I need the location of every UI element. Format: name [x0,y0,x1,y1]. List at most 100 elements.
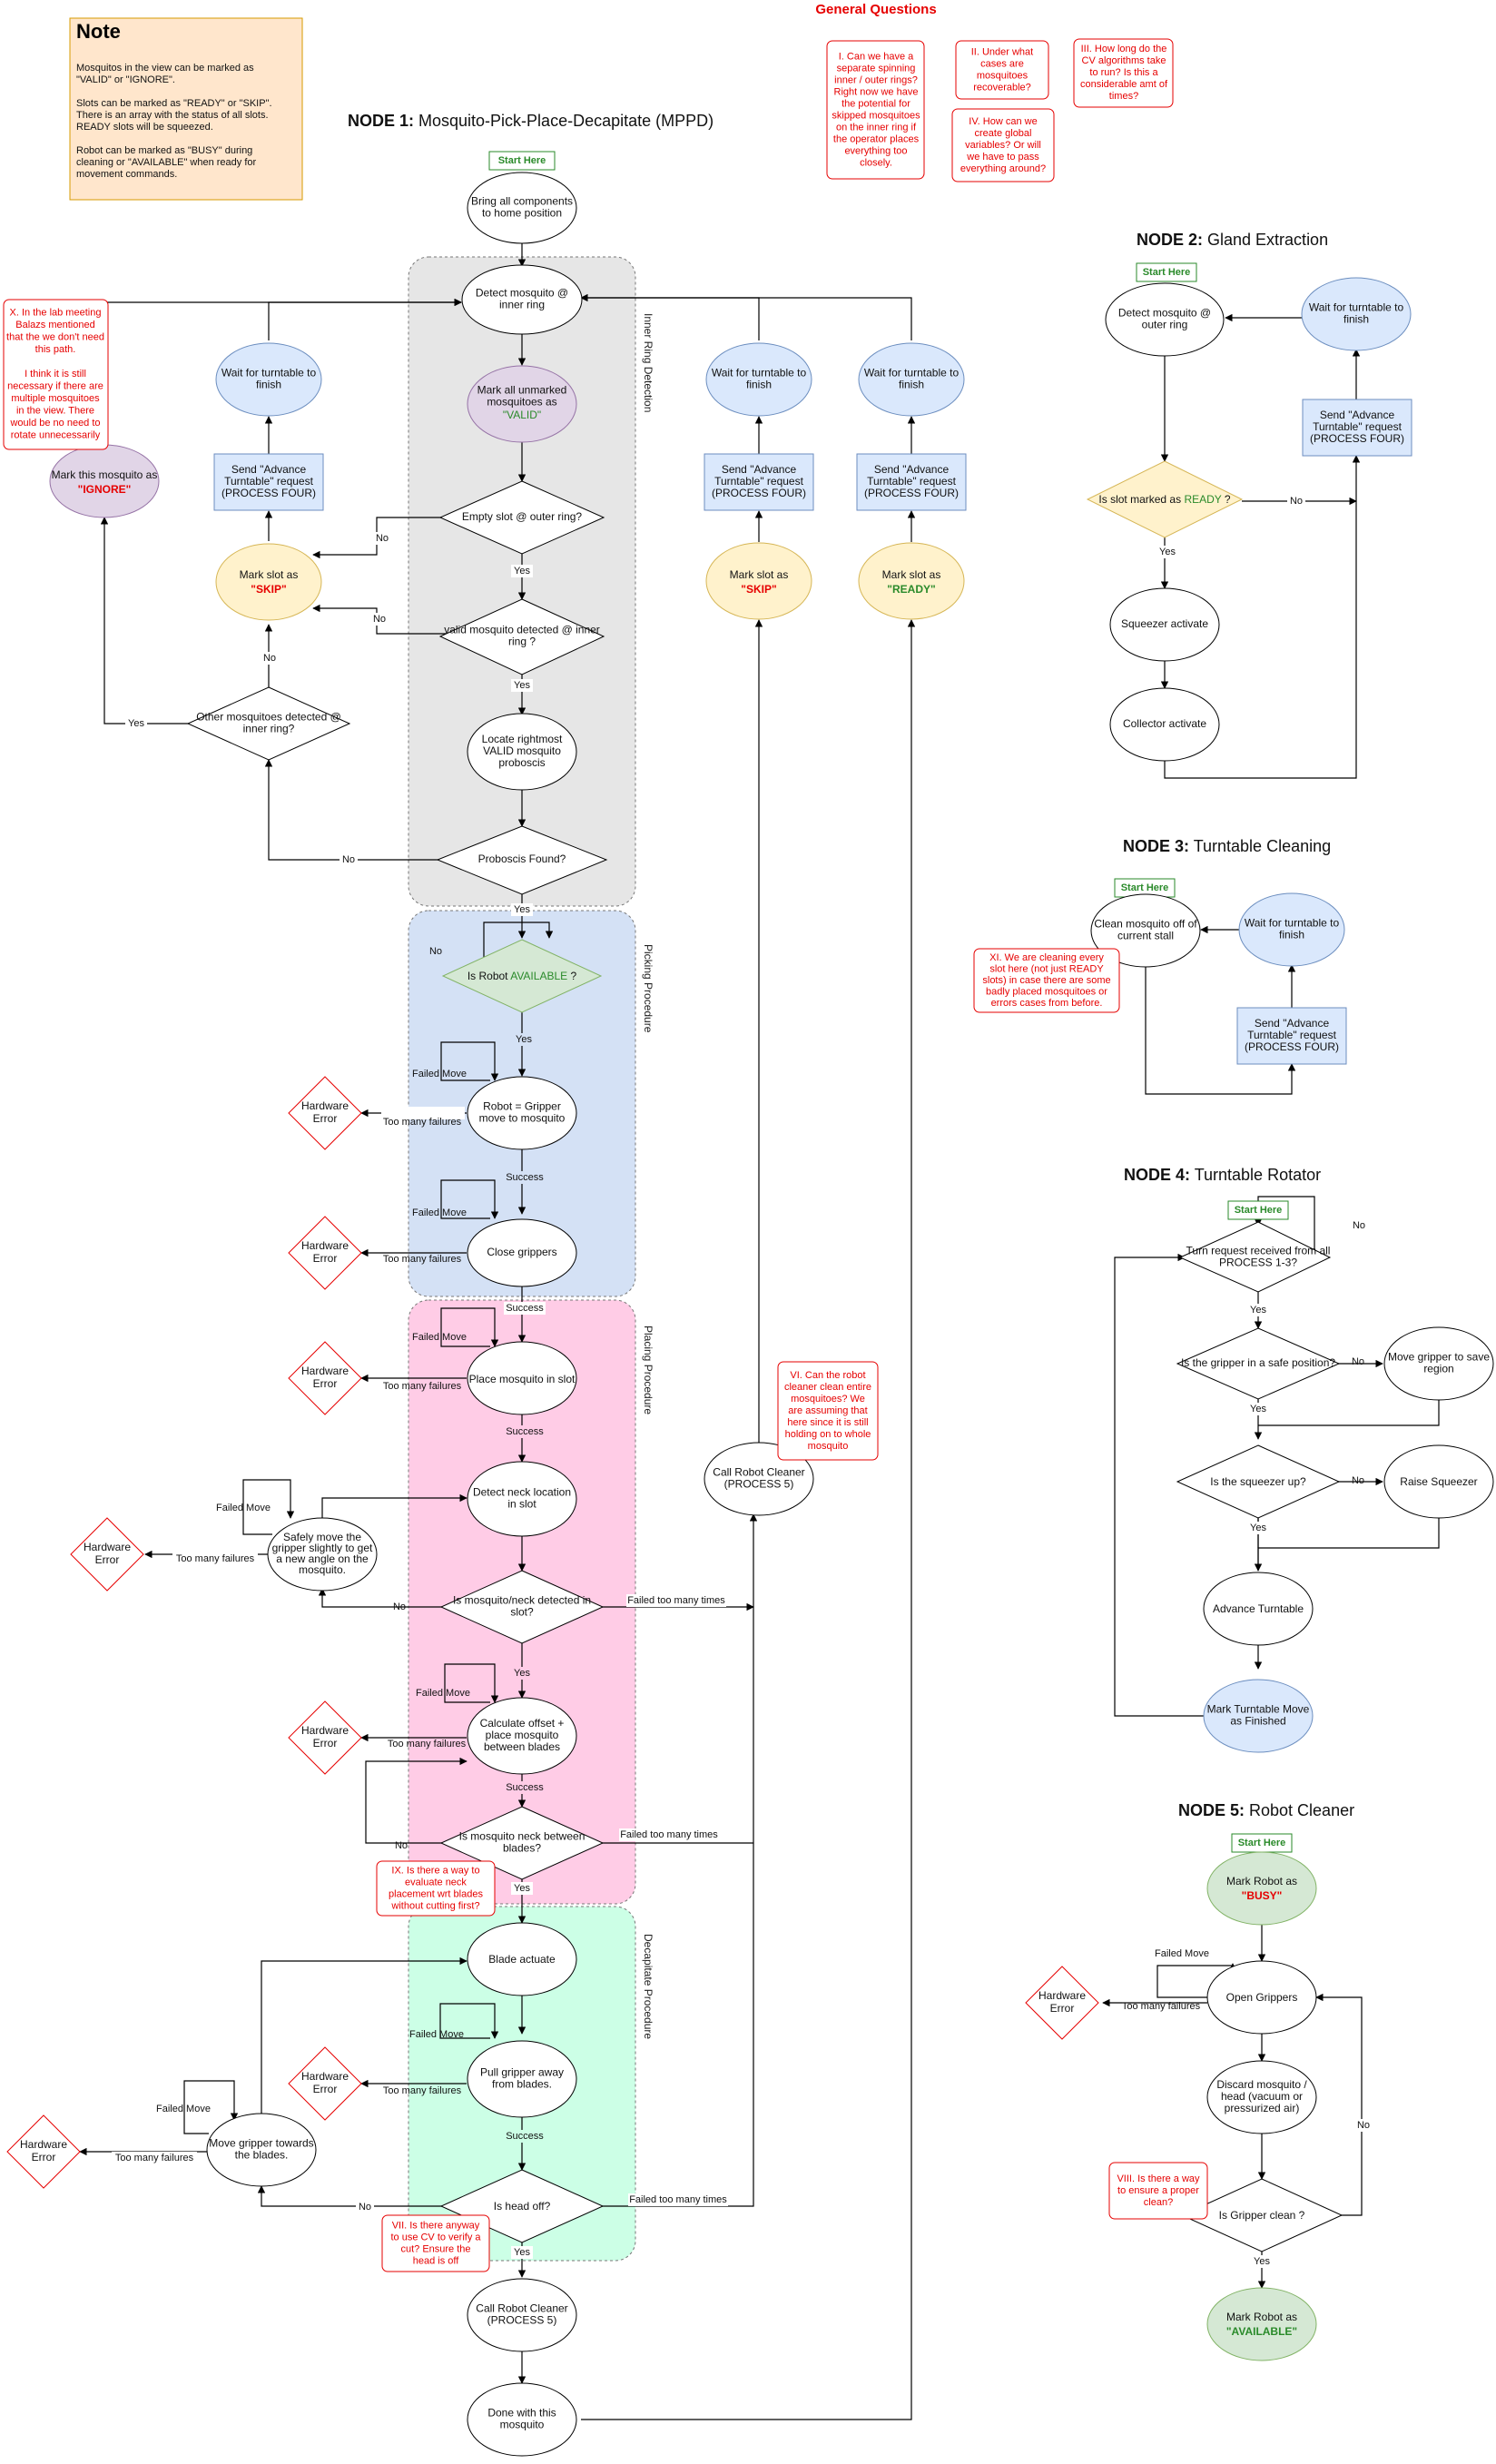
node1-edge-labels: No No Yes Yes No Yes No Yes No Yes Faile… [112,532,728,2259]
node5-no-label: No [1357,2120,1370,2131]
pull-gripper-step [467,2040,577,2118]
node3-wait-step [1238,892,1345,967]
svg-text:Too many failures: Too many failures [388,1739,467,1749]
svg-text:Failed Move: Failed Move [412,1207,467,1218]
question-vii-box [381,2214,490,2272]
node2-title: NODE 2: Gland Extraction [1137,231,1328,249]
calculate-offset-step [467,1697,577,1775]
hardware-error-2 [288,1216,362,1290]
svg-text:Failed too many times: Failed too many times [620,1829,718,1840]
done-step [467,2382,577,2457]
node5-title: NODE 5: Robot Cleaner [1178,1801,1354,1819]
question-1-box [826,40,925,180]
send-advance-left-box [213,453,324,511]
squeezer-up-decision [1176,1444,1341,1519]
turn-request-decision [1178,1221,1332,1293]
gripper-safe-text: Is the gripper in a safe position? [1181,1356,1335,1369]
svg-text:Failed too many times: Failed too many times [629,2194,727,2205]
call-cleaner-mid-step [704,1442,814,1516]
svg-text:Too many failures: Too many failures [383,2085,462,2096]
wait-turntable-left-step [215,342,322,417]
node4-yes-3: Yes [1250,1523,1266,1533]
svg-text:Failed too many times: Failed too many times [627,1595,725,1606]
open-grippers-text: Open Grippers [1226,1991,1298,2004]
svg-text:No: No [393,1602,406,1612]
svg-text:Start Here: Start Here [1235,1205,1283,1216]
svg-text:No: No [373,614,386,625]
svg-text:No: No [342,854,355,865]
raise-squeezer-step [1383,1444,1494,1519]
place-mosquito-text: Place mosquito in slot [469,1373,576,1385]
question-4-box [951,108,1055,182]
call-cleaner-text: Call Robot Cleaner(PROCESS 5) [476,2302,567,2327]
svg-text:Start Here: Start Here [498,155,546,166]
detect-inner-ring-text: Detect mosquito @inner ring [476,287,568,311]
valid-word: "VALID" [503,409,541,421]
question-x-box [3,299,109,450]
section-title-decap: Decapitate Procedure [642,1934,654,2039]
node2-yes-label: Yes [1159,547,1176,557]
node1-start-label: Start Here [488,151,556,171]
gripper-move-step [467,1076,577,1150]
svg-text:Failed Move: Failed Move [216,1503,271,1513]
send-advance-right-box [856,453,967,511]
question-3-box [1073,38,1174,108]
mark-ready-step [858,542,965,620]
svg-text:Yes: Yes [514,1668,530,1679]
busy-word: "BUSY" [1242,1889,1283,1902]
valid-detected-decision [438,598,605,675]
node4-yes-1: Yes [1250,1305,1266,1316]
section-title-picking: Picking Procedure [642,944,654,1033]
close-grippers-text: Close grippers [487,1246,556,1258]
node3-title: NODE 3: Turntable Cleaning [1123,837,1331,855]
ignore-word: "IGNORE" [78,483,132,496]
mark-skip-left-text: Mark slot as [240,568,299,581]
node2-ready-text: Is slot marked as READY ? [1098,493,1231,506]
section-title-placing: Placing Procedure [642,1326,654,1414]
open-grippers-step [1206,1960,1317,2035]
question-xi-box [973,948,1120,1013]
move-safe-step [1383,1326,1494,1401]
detect-neck-step [467,1461,577,1537]
mark-skip-left-step [215,543,322,621]
neck-detected-decision [439,1570,605,1644]
general-questions-title: General Questions [815,2,936,17]
node2-no-label: No [1290,496,1303,507]
svg-text:Failed Move: Failed Move [412,1332,467,1343]
proboscis-found-decision [436,825,608,895]
blade-actuate-text: Blade actuate [488,1953,556,1966]
node4-no-3: No [1353,1220,1365,1231]
node5-failed-move: Failed Move [1155,1948,1209,1959]
discard-step [1206,2060,1317,2134]
squeezer-activate-step [1109,587,1220,662]
hardware-error-3 [288,1341,362,1415]
question-vi-box [777,1361,879,1461]
svg-text:Yes: Yes [514,904,530,915]
hardware-error-6 [288,2046,362,2121]
advance-turntable-step [1203,1572,1314,1646]
